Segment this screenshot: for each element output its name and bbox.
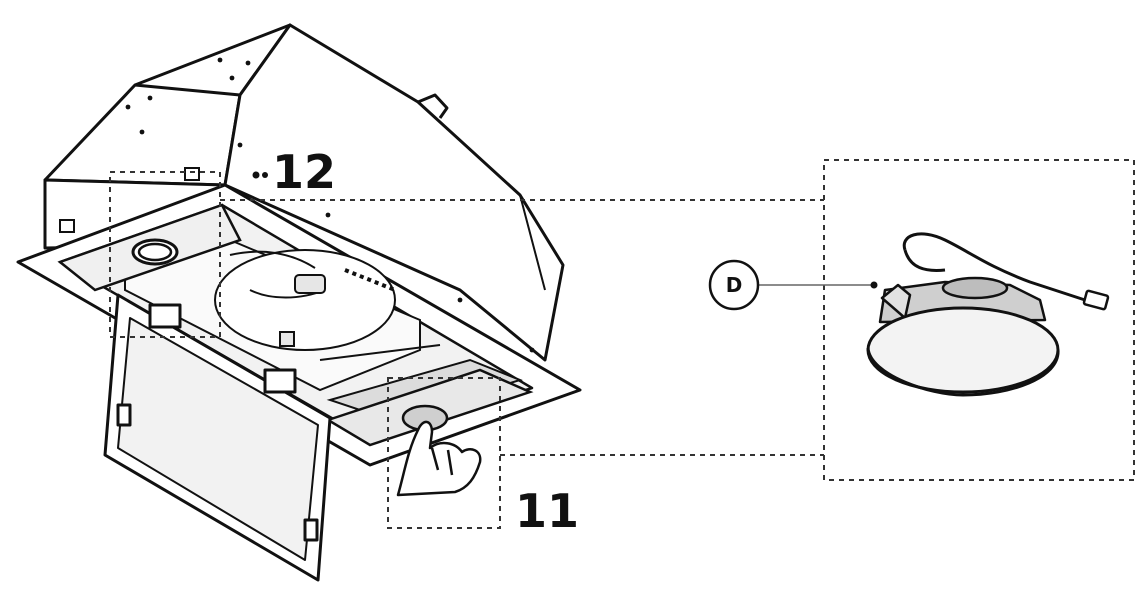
- detail-box-12: [109, 171, 221, 338]
- hand-illustration: [396, 420, 482, 497]
- detail-box-d: [823, 159, 1135, 481]
- hood-body: [43, 23, 565, 362]
- body-rivets: [125, 57, 535, 353]
- hinged-door: [103, 293, 332, 582]
- callout-12: 12: [252, 145, 336, 199]
- part-letter-d: D: [726, 273, 743, 297]
- part-d-leader: [758, 281, 878, 289]
- rear-filter-panel: [57, 203, 242, 292]
- callout-11: 11: [515, 484, 579, 538]
- part-d-button: [866, 232, 1110, 397]
- connector-lines: [220, 199, 824, 456]
- step-number-12: 12: [272, 145, 336, 199]
- part-d-badge: [708, 259, 760, 311]
- step-number-11: 11: [515, 484, 579, 538]
- front-filter-panel: [325, 368, 534, 447]
- callout-d: D: [708, 259, 760, 311]
- body-cutouts: [59, 167, 200, 233]
